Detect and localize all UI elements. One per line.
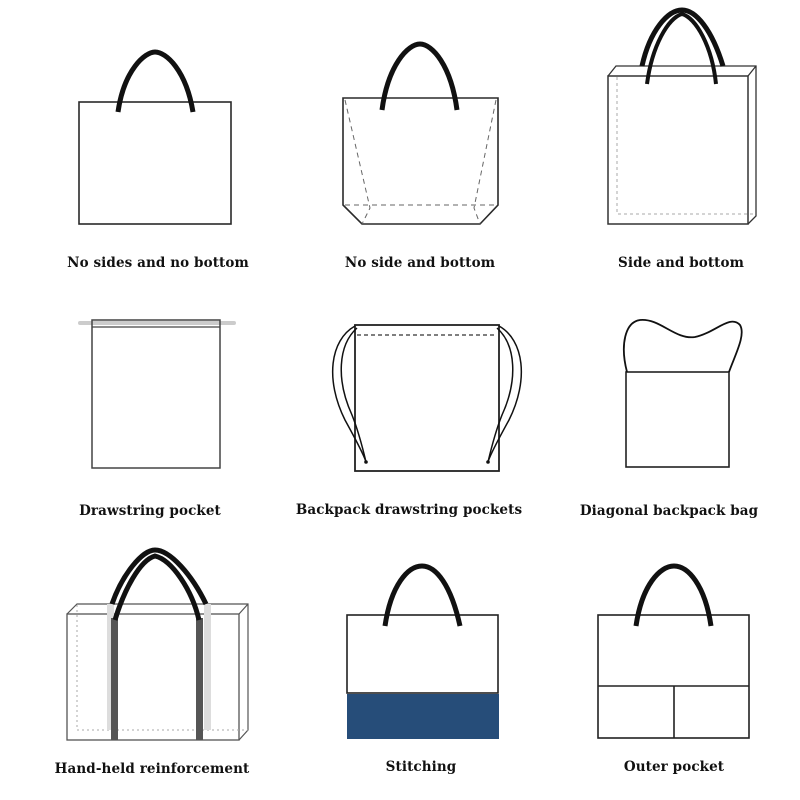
label-stitching: Stitching xyxy=(385,759,457,775)
label-no-side-and-bottom: No side and bottom xyxy=(344,255,496,271)
label-diagonal-backpack-bag: Diagonal backpack bag xyxy=(579,503,759,519)
label-outer-pocket: Outer pocket xyxy=(623,759,725,775)
label-drawstring-pocket: Drawstring pocket xyxy=(79,503,221,519)
label-backpack-drawstring-pockets: Backpack drawstring pockets xyxy=(295,502,523,518)
label-side-and-bottom: Side and bottom xyxy=(617,255,745,271)
label-no-sides-no-bottom: No sides and no bottom xyxy=(67,255,249,271)
label-hand-held-reinforcement: Hand-held reinforcement xyxy=(54,761,250,777)
